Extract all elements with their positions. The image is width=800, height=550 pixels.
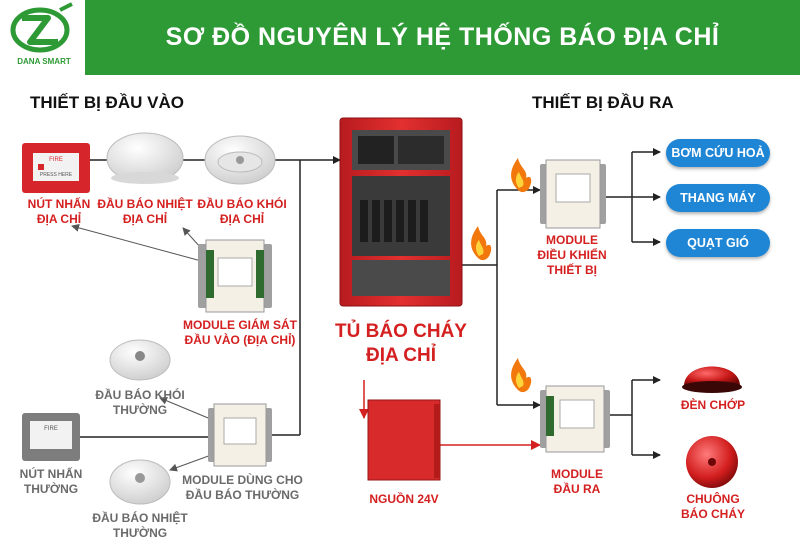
output-module-icon xyxy=(540,385,610,453)
addressable-call-point-icon xyxy=(22,143,90,193)
page-title: SƠ ĐỒ NGUYÊN LÝ HỆ THỐNG BÁO ĐỊA CHỈ xyxy=(165,23,720,51)
conventional-heat-detector-icon xyxy=(109,459,171,505)
conventional-call-point-icon xyxy=(22,413,80,461)
elevator-pill: THANG MÁY xyxy=(666,184,770,212)
flame-icon xyxy=(471,226,492,261)
control-module-icon xyxy=(540,159,606,229)
output-lines xyxy=(462,148,661,459)
fire-bell-icon xyxy=(686,436,738,488)
conventional-module-icon xyxy=(208,403,272,467)
flame-icon xyxy=(511,358,532,393)
title-banner: SƠ ĐỒ NGUYÊN LÝ HỆ THỐNG BÁO ĐỊA CHỈ xyxy=(85,0,800,75)
flame-icon xyxy=(511,158,532,193)
logo xyxy=(0,0,85,75)
dana-smart-logo-icon xyxy=(10,2,73,53)
fan-pill: QUẠT GIÓ xyxy=(666,229,770,257)
fire-alarm-panel-icon xyxy=(339,117,463,307)
conv-call-point-fire-text: FIRE xyxy=(44,426,58,432)
brand-name: DANA SMART xyxy=(17,57,71,66)
call-point-fire-text: FIRE xyxy=(49,157,63,163)
strobe-light-icon xyxy=(682,366,742,393)
strobe-light-label: ĐÈN CHỚP xyxy=(680,398,746,412)
addressable-smoke-detector-icon xyxy=(204,135,276,185)
monitor-module-icon xyxy=(198,239,272,313)
output-section-title: THIẾT BỊ ĐẦU RA xyxy=(532,93,674,112)
power-supply-label: NGUỒN 24V xyxy=(369,492,439,506)
addressable-heat-detector-icon xyxy=(106,132,184,184)
input-section-title: THIẾT BỊ ĐẦU VÀO xyxy=(30,93,184,112)
conventional-smoke-detector-icon xyxy=(109,339,171,381)
power-supply-icon xyxy=(367,399,441,481)
call-point-press-text: PRESS HERE xyxy=(40,172,73,178)
fire-pump-pill: BƠM CỨU HOẢ xyxy=(666,139,770,167)
